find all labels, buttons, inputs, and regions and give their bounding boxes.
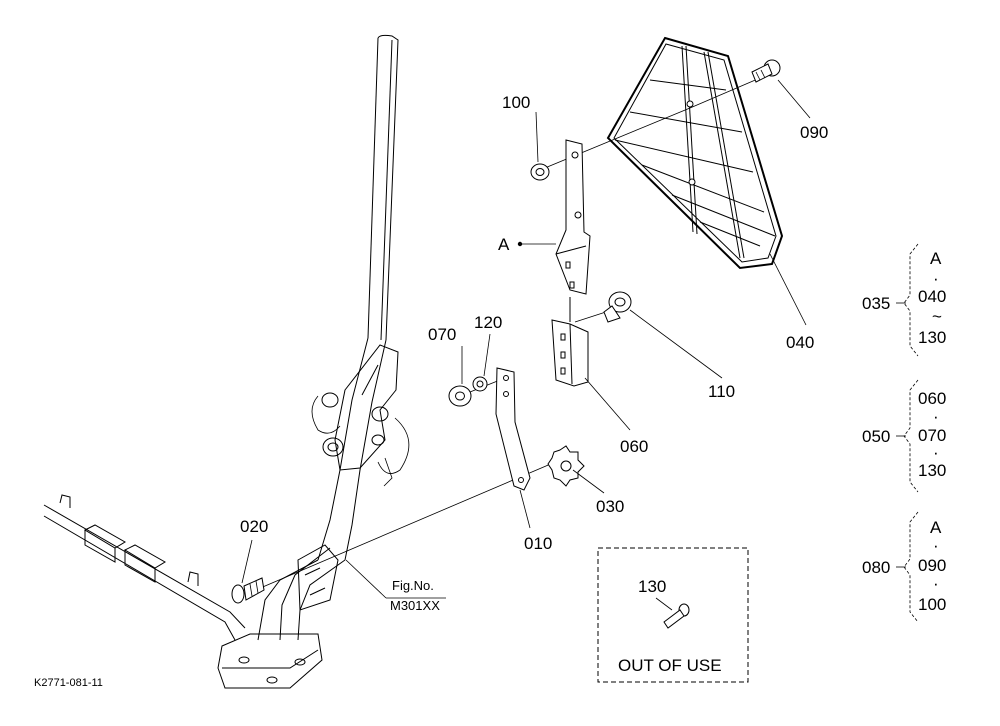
label-110: 110 [708,382,735,401]
drawing-code: K2771-081-11 [34,677,103,689]
bracket-a [555,139,591,295]
mesh-guard-part-040 [606,36,784,270]
bolt-part-020 [231,577,265,604]
bolt-part-090 [751,59,781,83]
label-130: 130 [638,577,666,596]
group-035-label: 035 [862,294,890,313]
out-of-use-text: OUT OF USE [618,656,722,675]
washer-part-120 [472,376,488,392]
group-035-item-4: 130 [918,328,946,347]
part-labels: 100 090 040 110 060 070 120 030 010 020 … [240,93,828,613]
group-050: 050 060 · 070 · 130 [862,379,946,493]
label-020: 020 [240,517,268,536]
group-050-item-4: 130 [918,461,946,480]
label-070: 070 [428,325,456,344]
group-080-item-3: · [933,574,939,593]
group-035-item-0: A [930,249,942,268]
ref-a-label: A [498,235,510,254]
group-035-item-3: ~ [932,307,942,326]
group-050-label: 050 [862,427,890,446]
label-120: 120 [474,313,502,332]
bolt-part-110 [603,291,632,323]
group-050-item-0: 060 [918,389,946,408]
label-060: 060 [620,437,648,456]
group-035: 035 A · 040 ~ 130 [862,243,946,357]
group-080-item-0: A [930,518,942,537]
group-080-item-2: 090 [918,556,946,575]
group-050-item-2: 070 [918,426,946,445]
arm-part-010 [495,367,531,491]
group-080-label: 080 [862,558,890,577]
label-100: 100 [502,93,530,112]
nut-part-100 [530,163,550,181]
label-090: 090 [800,123,828,142]
group-050-item-3: · [933,443,939,462]
nut-part-070 [448,385,472,407]
group-035-item-2: 040 [918,287,946,306]
label-040: 040 [786,333,814,352]
group-035-item-1: · [933,269,939,288]
group-080: 080 A · 090 · 100 [862,511,946,623]
frame-drawing [43,34,410,689]
group-080-item-1: · [933,536,939,555]
label-010: 010 [524,534,552,553]
fig-ref-line2: M301XX [390,598,440,613]
hinge-part-060 [551,297,589,387]
group-050-item-1: · [933,407,939,426]
assembly-lines [257,77,761,590]
knob-part-030 [547,445,585,487]
leader-lines [241,79,811,599]
fig-ref-line1: Fig.No. [392,578,434,593]
label-030: 030 [596,497,624,516]
out-of-use-box: 130 OUT OF USE [597,547,749,683]
group-080-item-4: 100 [918,595,946,614]
